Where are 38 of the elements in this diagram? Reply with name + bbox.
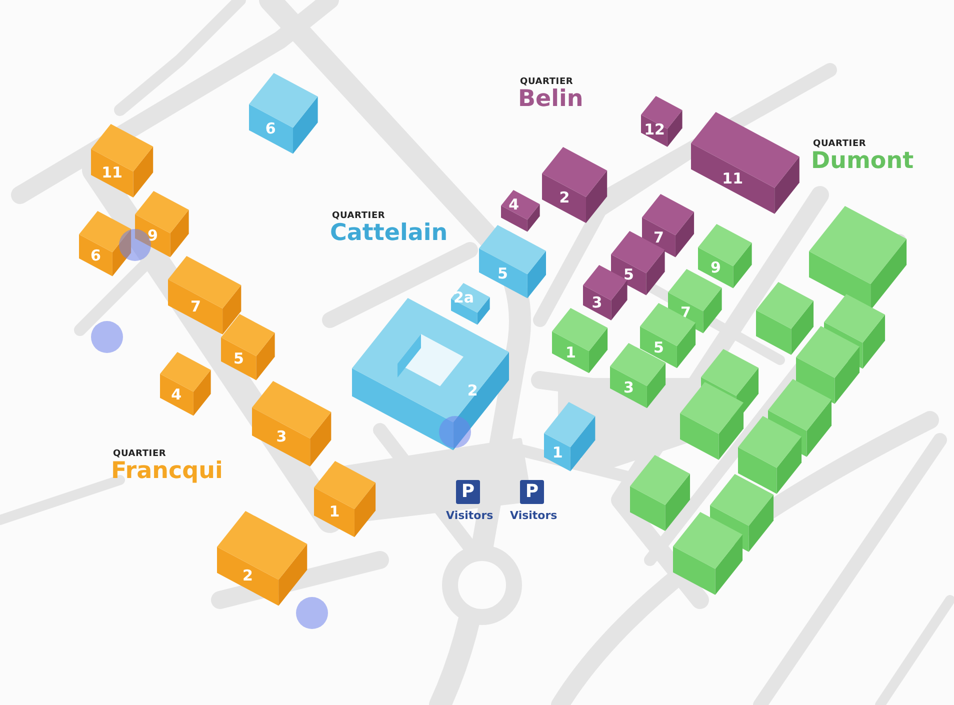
parking-sign: P — [456, 480, 480, 504]
building-number: 1 — [552, 445, 563, 460]
building-number: 3 — [276, 430, 287, 445]
district-caption: QUARTIER — [113, 450, 166, 459]
building-number: 6 — [90, 248, 101, 264]
parking-sign: P — [520, 480, 544, 504]
building-number: 5 — [497, 266, 508, 282]
building-number: 9 — [147, 228, 158, 244]
district-caption: QUARTIER — [520, 78, 574, 87]
building-number: 4 — [508, 197, 519, 212]
building-number: 6 — [265, 121, 276, 136]
building-number: 7 — [190, 299, 201, 314]
building-number: 5 — [623, 267, 634, 282]
building-number: 3 — [623, 380, 634, 396]
building-number: 2 — [559, 190, 570, 206]
building-number: 11 — [102, 166, 122, 181]
district-name: Dumont — [811, 150, 914, 173]
building-number: 7 — [653, 230, 664, 246]
parking-label: Visitors — [510, 510, 558, 521]
building-number: 5 — [653, 340, 664, 356]
parking-label: Visitors — [446, 510, 494, 521]
building-number: 2 — [467, 384, 478, 399]
district-name: Francqui — [111, 460, 223, 483]
building-number: 4 — [171, 387, 182, 402]
building-number: 12 — [644, 122, 665, 138]
district-caption: QUARTIER — [813, 140, 866, 149]
district-caption: QUARTIER — [332, 212, 386, 221]
building-number: 1 — [329, 504, 340, 520]
building-number: 9 — [710, 260, 721, 276]
building-number: 3 — [592, 296, 602, 311]
building-number: 2a — [454, 290, 474, 306]
building-number: 7 — [680, 305, 691, 320]
building-number: 5 — [233, 351, 244, 366]
district-name: Cattelain — [330, 222, 448, 245]
district-name: Belin — [518, 88, 584, 111]
building-number: 2 — [242, 568, 253, 584]
building-number: 1 — [565, 345, 576, 360]
building-number: 11 — [722, 171, 744, 186]
